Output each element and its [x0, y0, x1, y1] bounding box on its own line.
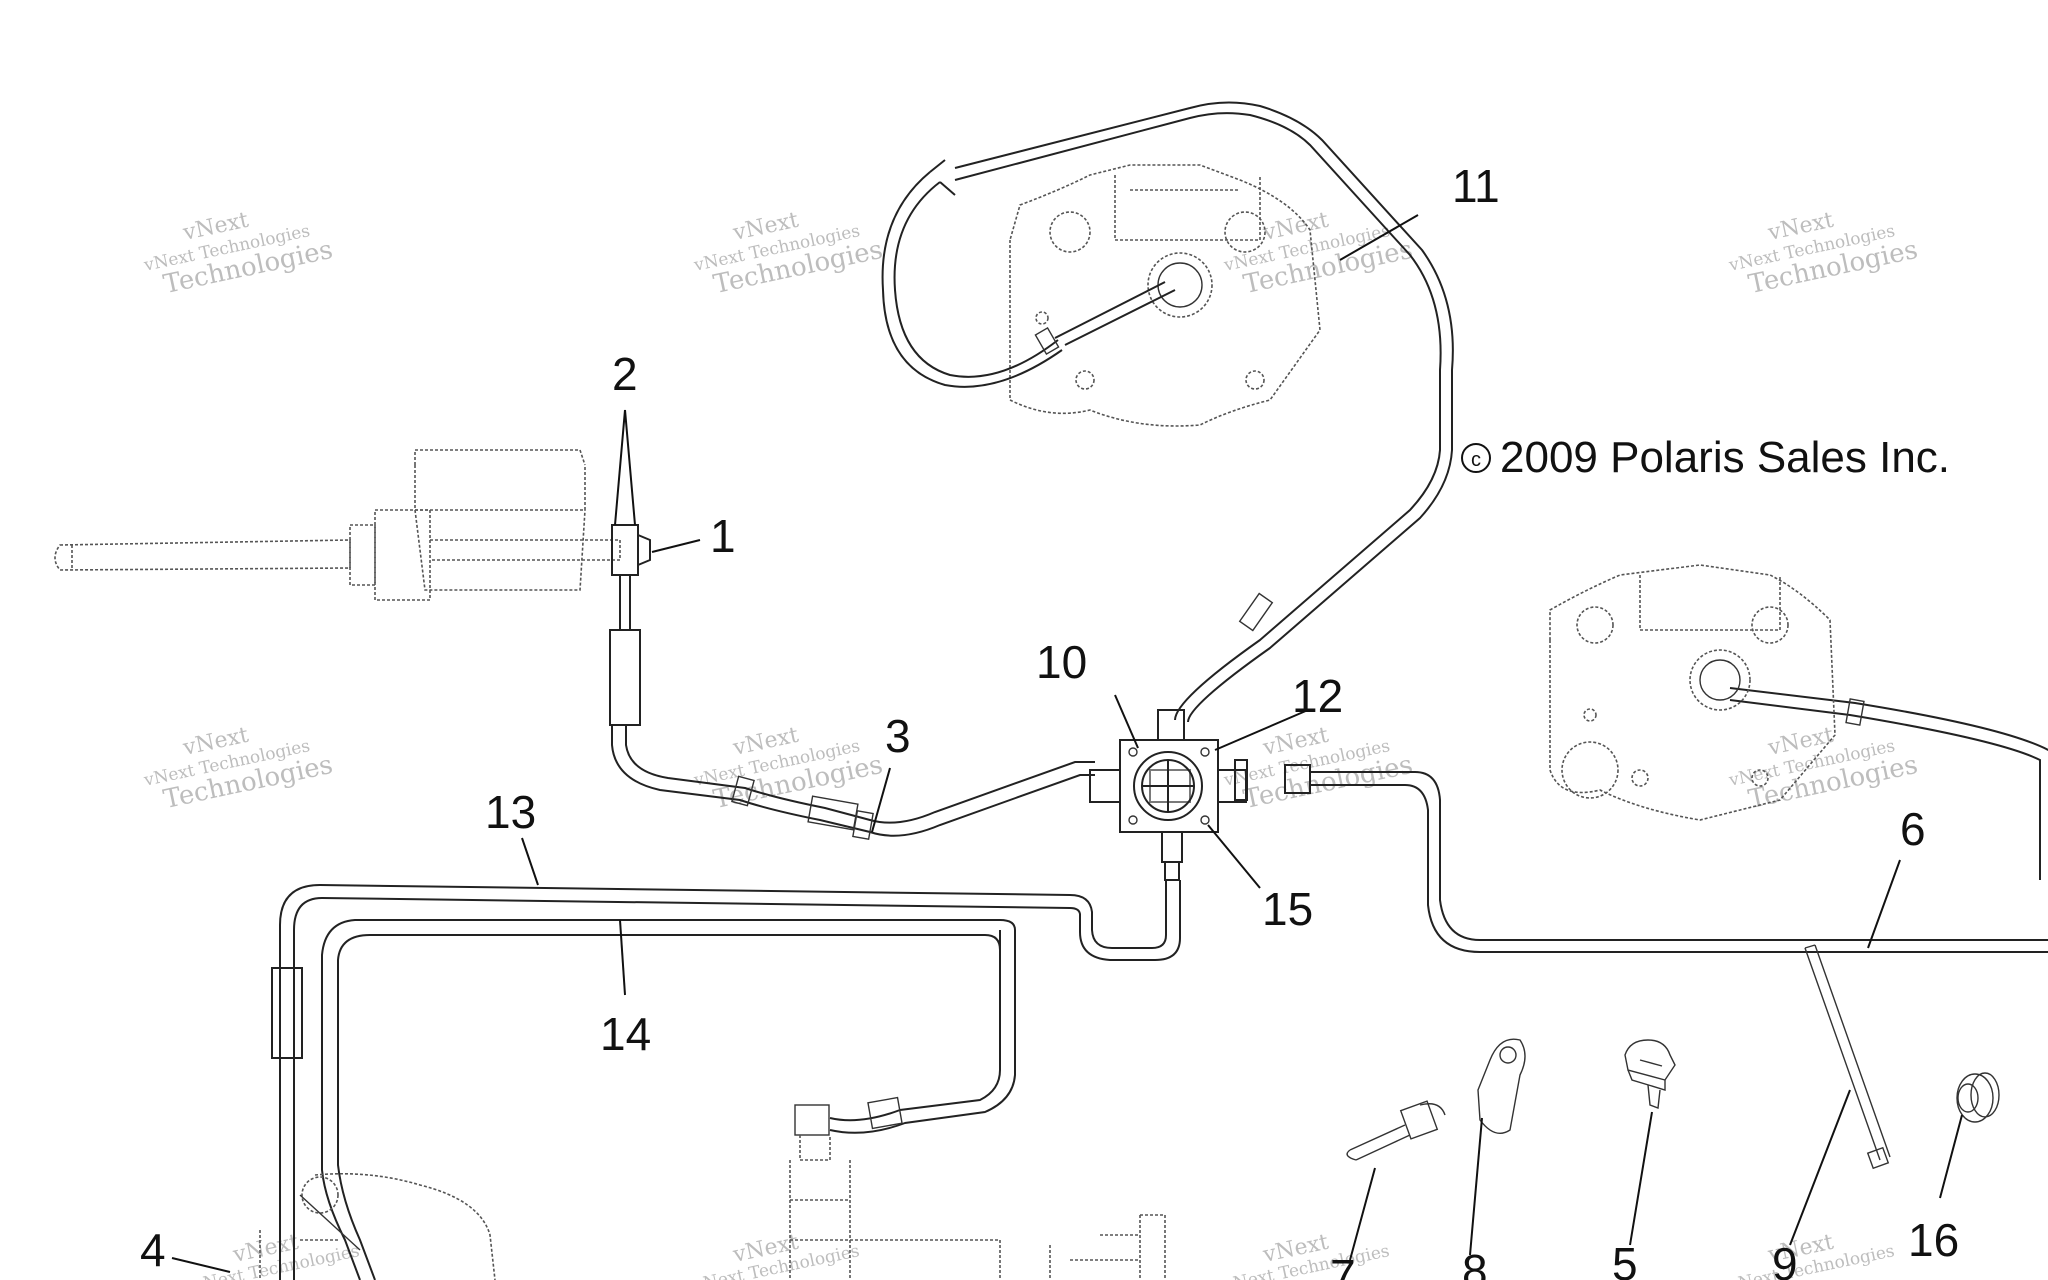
brake-line-11 — [881, 101, 1454, 723]
callout-6: 6 — [1900, 803, 1926, 855]
callout-9: 9 — [1772, 1238, 1798, 1280]
callouts: 1 2 3 4 5 6 7 8 9 10 11 12 13 14 15 16 — [140, 160, 1959, 1280]
watermarks: vNext vNext Technologies Technologies vN… — [141, 208, 1920, 1280]
callout-4: 4 — [140, 1224, 166, 1276]
callout-15: 15 — [1262, 883, 1313, 935]
watermark: vNext vNext Technologies Technologies — [141, 208, 335, 300]
watermark: vNext vNext Technologies Technologies — [691, 723, 885, 815]
watermark: vNext vNext Technologies Technologies — [1726, 723, 1920, 815]
rear-caliper-right — [1549, 564, 1836, 821]
callout-5: 5 — [1612, 1238, 1638, 1280]
copyright-text: 2009 Polaris Sales Inc. — [1500, 433, 1950, 482]
callout-10: 10 — [1036, 636, 1087, 688]
callout-12: 12 — [1292, 670, 1343, 722]
watermark: vNext vNext Technologies Technologies — [691, 208, 885, 300]
callout-2: 2 — [612, 348, 638, 400]
master-cylinder — [54, 449, 621, 601]
brake-line-3 — [609, 524, 1095, 841]
callout-14: 14 — [600, 1008, 651, 1060]
callout-1: 1 — [710, 510, 736, 562]
watermark: vNext vNext Technologies — [691, 1230, 861, 1280]
watermark: vNext vNext Technologies Technologies — [141, 723, 335, 815]
lower-assembly — [259, 1104, 1166, 1280]
brake-line-6 — [1284, 687, 2048, 953]
brake-line-14 — [321, 919, 1016, 1280]
brake-line-13 — [271, 861, 1181, 1280]
distribution-block — [1089, 709, 1248, 863]
callout-7: 7 — [1330, 1250, 1356, 1280]
callout-11: 11 — [1452, 160, 1500, 212]
leader-lines — [171, 214, 1963, 1273]
copyright-symbol: c — [1471, 449, 1481, 471]
callout-8: 8 — [1462, 1245, 1488, 1280]
small-parts — [1346, 944, 2000, 1170]
watermark: vNext vNext Technologies Technologies — [1726, 208, 1920, 300]
callout-3: 3 — [885, 710, 911, 762]
watermark: vNext vNext Technologies — [1726, 1230, 1896, 1280]
watermark: vNext vNext Technologies — [1221, 1230, 1391, 1280]
callout-16: 16 — [1908, 1214, 1959, 1266]
copyright: c 2009 Polaris Sales Inc. — [1461, 433, 1950, 482]
callout-13: 13 — [485, 786, 536, 838]
